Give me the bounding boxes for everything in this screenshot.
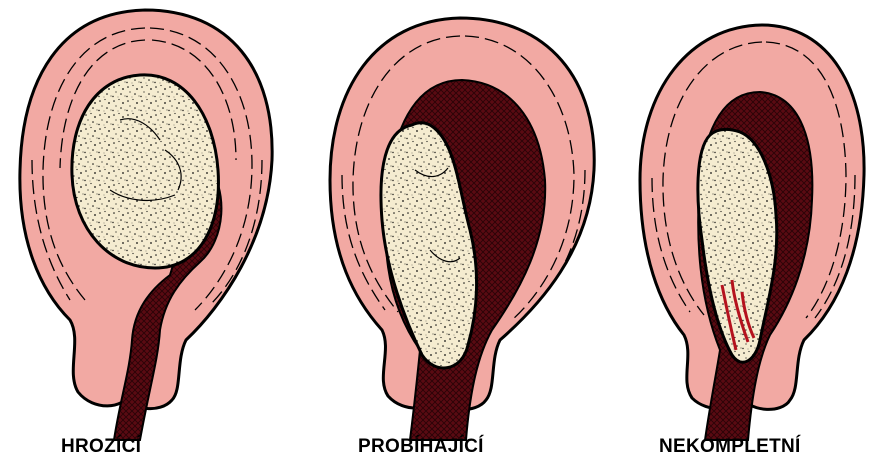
- panel-incomplete: [640, 25, 864, 440]
- caption-incomplete: NEKOMPLETNÍ: [659, 436, 801, 458]
- gestational-sac: [72, 75, 219, 268]
- panel-inevitable: [330, 18, 594, 440]
- caption-threatened: HROZÍCÍ: [61, 436, 141, 458]
- panel-threatened: [20, 10, 272, 440]
- caption-inevitable: PROBÍHAJÍCÍ: [358, 436, 484, 458]
